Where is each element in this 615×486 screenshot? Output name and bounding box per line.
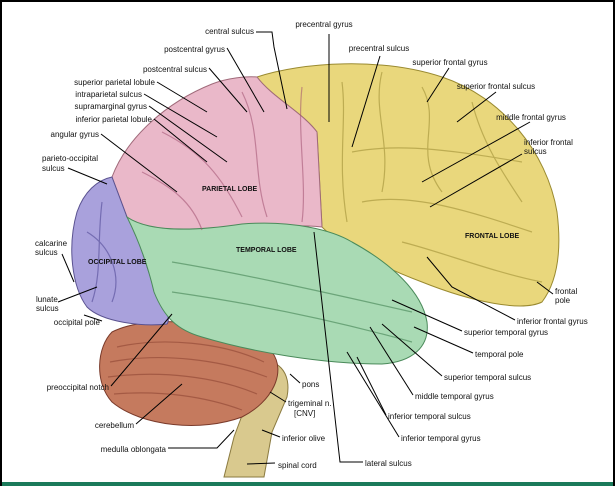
label-occipital-pole: occipital pole <box>54 318 101 327</box>
label-temporal-pole: temporal pole <box>475 350 524 359</box>
label-cerebellum: cerebellum <box>95 421 134 430</box>
label-frontal-pole-2: pole <box>555 296 571 305</box>
label-superior-temporal-gyrus: superior temporal gyrus <box>464 328 548 337</box>
taskbar-strip <box>2 482 613 486</box>
label-parieto-occipital-sulcus-2: sulcus <box>42 164 65 173</box>
label-inferior-olive: inferior olive <box>282 434 326 443</box>
label-inferior-frontal-gyrus: inferior frontal gyrus <box>517 317 588 326</box>
label-superior-temporal-sulcus: superior temporal sulcus <box>444 373 531 382</box>
label-precentral-gyrus: precentral gyrus <box>295 20 352 29</box>
label-lateral-sulcus: lateral sulcus <box>365 459 412 468</box>
parietal-lobe-label: PARIETAL LOBE <box>202 186 258 193</box>
label-superior-frontal-gyrus: superior frontal gyrus <box>412 58 487 67</box>
temporal-lobe-label: TEMPORAL LOBE <box>236 247 297 254</box>
label-superior-parietal-lobule: superior parietal lobule <box>74 78 155 87</box>
label-medulla-oblongata: medulla oblongata <box>101 445 167 454</box>
label-preoccipital-notch: preoccipital notch <box>47 383 109 392</box>
label-spinal-cord: spinal cord <box>278 461 317 470</box>
frontal-lobe-label: FRONTAL LOBE <box>465 233 520 240</box>
label-central-sulcus: central sulcus <box>205 27 254 36</box>
occipital-lobe-label: OCCIPITAL LOBE <box>88 259 147 266</box>
label-parieto-occipital-sulcus: parieto-occipital <box>42 154 98 163</box>
label-superior-frontal-sulcus: superior frontal sulcus <box>457 82 535 91</box>
label-trigeminal-nerve-2: [CNV] <box>294 409 315 418</box>
label-trigeminal-nerve: trigeminal n. <box>288 399 332 408</box>
label-inferior-frontal-sulcus: inferior frontal <box>524 138 573 147</box>
label-postcentral-sulcus: postcentral sulcus <box>143 65 207 74</box>
label-middle-temporal-gyrus: middle temporal gyrus <box>415 392 494 401</box>
label-inferior-parietal-lobule: inferior parietal lobule <box>76 115 153 124</box>
label-precentral-sulcus: precentral sulcus <box>349 44 409 53</box>
label-inferior-frontal-sulcus-2: sulcus <box>524 147 547 156</box>
label-lunate-sulcus-2: sulcus <box>36 304 59 313</box>
leader-lines <box>57 31 554 465</box>
label-calcarine-sulcus: calcarine <box>35 239 68 248</box>
label-middle-frontal-gyrus: middle frontal gyrus <box>496 113 566 122</box>
label-lunate-sulcus: lunate <box>36 295 58 304</box>
label-inferior-temporal-gyrus: inferior temporal gyrus <box>401 434 481 443</box>
label-angular-gyrus: angular gyrus <box>51 130 99 139</box>
label-inferior-temporal-sulcus: inferior temporal sulcus <box>388 412 471 421</box>
label-calcarine-sulcus-2: sulcus <box>35 248 58 257</box>
structure-labels: central sulcus precentral gyrus postcent… <box>35 20 588 470</box>
label-postcentral-gyrus: postcentral gyrus <box>164 45 225 54</box>
label-frontal-pole: frontal <box>555 287 577 296</box>
temporal-lobe <box>125 215 428 365</box>
label-supramarginal-gyrus: supramarginal gyrus <box>75 102 147 111</box>
label-pons: pons <box>302 380 319 389</box>
label-intraparietal-sulcus: intraparietal sulcus <box>75 90 142 99</box>
